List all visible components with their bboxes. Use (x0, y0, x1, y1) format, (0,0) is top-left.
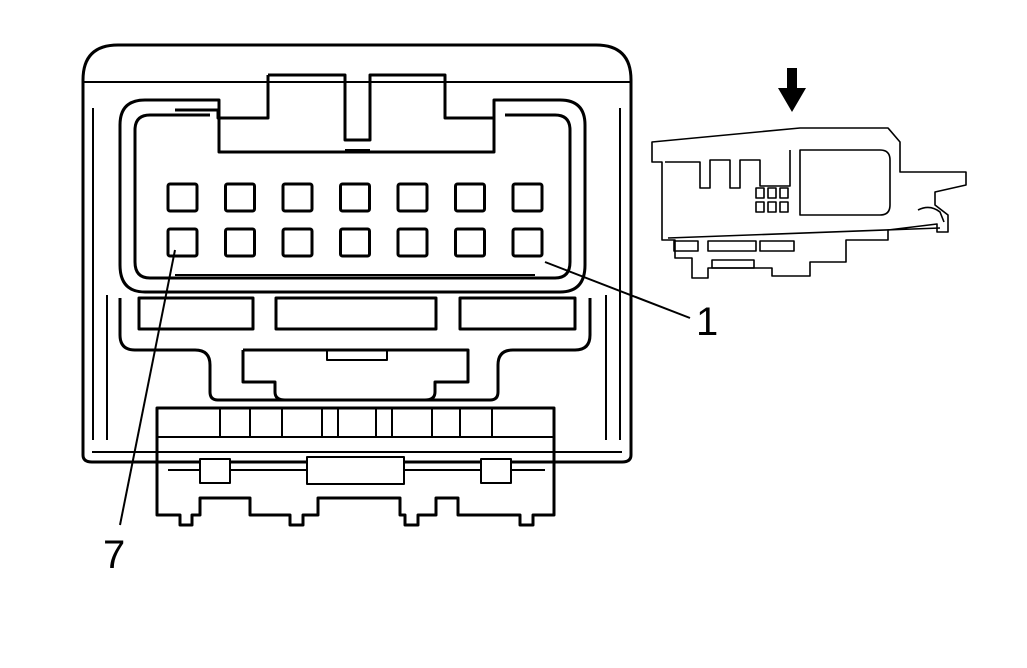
cavity-frame-inner (133, 113, 572, 280)
center-latch-tab (326, 349, 388, 361)
pin-cavity-lower (224, 227, 256, 258)
lock-slot-right (458, 296, 577, 331)
pin-cavity-lower (166, 227, 199, 258)
side-pin (767, 187, 777, 199)
side-hook (917, 206, 945, 223)
down-arrow-icon (778, 68, 806, 112)
terminal-window-right (480, 458, 512, 484)
lock-slot-left (137, 296, 255, 331)
pin-cavity-upper (339, 182, 371, 213)
callout-leader-pin-7 (119, 249, 176, 526)
lock-slot-center (274, 296, 438, 331)
callout-label-pin-7: 7 (103, 533, 125, 577)
terminal-cell (391, 407, 433, 438)
side-pin (779, 201, 789, 213)
pin-cavity-upper (224, 182, 256, 213)
pin-grid (166, 182, 544, 258)
connector-side-view (651, 127, 967, 279)
top-key-2 (268, 73, 494, 142)
side-slot (673, 240, 699, 252)
connector-front-view (81, 43, 633, 527)
center-latch-2 (243, 348, 470, 402)
cavity-frame-outer (118, 98, 587, 294)
pin-cavity-upper (454, 182, 486, 213)
pin-cavity-upper (511, 182, 544, 213)
pin-cavity-lower (339, 227, 371, 258)
pin-cavity-lower (511, 227, 544, 258)
callout-label-pin-1: 1 (696, 300, 718, 344)
pin-cavity-upper (396, 182, 429, 213)
side-pin (755, 187, 765, 199)
pin-cavity-lower (396, 227, 429, 258)
housing-outline (81, 43, 633, 464)
side-slot (707, 240, 757, 252)
terminal-cell (337, 407, 377, 438)
side-latch (711, 259, 755, 269)
terminal-window-left (199, 458, 231, 484)
terminal-cell (281, 407, 323, 438)
side-pin (767, 201, 777, 213)
side-window (799, 149, 891, 216)
center-latch (241, 350, 286, 402)
side-pin (779, 187, 789, 199)
terminal-cell (459, 407, 493, 438)
lower-recess (118, 298, 592, 402)
pin-cavity-upper (166, 182, 199, 213)
side-slot (759, 240, 795, 252)
side-pin (755, 201, 765, 213)
side-body (651, 127, 967, 279)
terminal-block (155, 406, 556, 527)
pin-cavity-upper (281, 182, 314, 213)
terminal-window-center (306, 456, 405, 485)
side-inner (665, 150, 791, 189)
pin-cavity-lower (454, 227, 486, 258)
terminal-cell (219, 407, 251, 438)
pin-cavity-lower (281, 227, 314, 258)
callout-leader-pin-1 (544, 261, 691, 319)
side-base-line (667, 227, 941, 239)
